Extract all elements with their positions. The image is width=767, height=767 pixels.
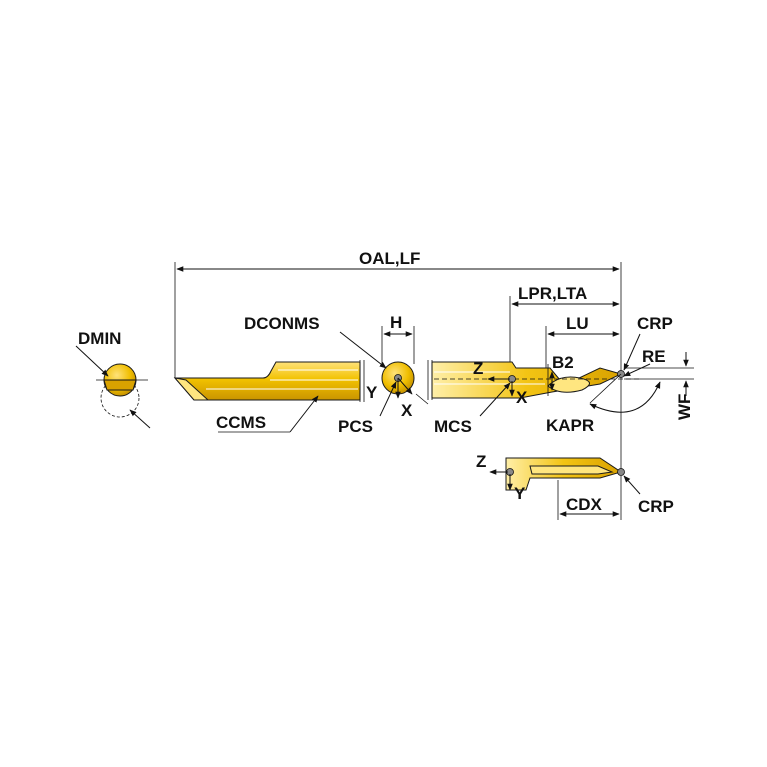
mcs-x-label: X: [516, 388, 528, 407]
insert-shank-view: CCMS: [173, 360, 365, 433]
dmin-label: DMIN: [78, 329, 121, 348]
lu-label: LU: [566, 314, 589, 333]
kapr-label: KAPR: [546, 416, 594, 435]
ccms-label: CCMS: [216, 413, 266, 432]
oal-lf-label: OAL,LF: [359, 249, 420, 268]
mcs-label: MCS: [434, 417, 472, 436]
re-label: RE: [642, 347, 666, 366]
cdx-label: CDX: [566, 495, 603, 514]
bottom-z-label: Z: [476, 452, 486, 471]
mcs-z-label: Z: [473, 359, 483, 378]
lpr-dimension: LPR,LTA: [509, 284, 620, 372]
pcs-y-label: Y: [366, 383, 378, 402]
mcs-leader: [479, 382, 511, 417]
lu-dimension: LU: [545, 314, 620, 372]
ccms-leader: [289, 395, 319, 433]
bottom-y-label: Y: [514, 484, 526, 503]
dconms-label: DCONMS: [244, 314, 320, 333]
dmin-leader: [75, 345, 109, 377]
lpr-lta-label: LPR,LTA: [518, 284, 587, 303]
kapr-arc: [589, 381, 661, 413]
crp-top-leader: [623, 333, 641, 371]
wf-label: WF: [675, 394, 694, 420]
bottom-insert-edge: [529, 465, 614, 475]
insert-shank-tip: [173, 377, 210, 401]
pcs-bore-leader: [415, 393, 429, 405]
h-label: H: [390, 313, 402, 332]
crp-top-label: CRP: [637, 314, 673, 333]
re-leader: [623, 363, 651, 377]
crp-bottom-label: CRP: [638, 497, 674, 516]
shank-end-view: H DCONMS Y X PCS: [244, 313, 429, 436]
b2-label: B2: [552, 353, 574, 372]
pcs-x-label: X: [401, 401, 413, 420]
dmin-bore-circle: [100, 378, 140, 418]
crp-bottom-point: [617, 468, 625, 476]
pcs-x-axis: [397, 377, 413, 395]
crp-bottom-leader: [623, 475, 641, 495]
dmin-diameter-arrow: [129, 409, 151, 429]
pcs-label: PCS: [338, 417, 373, 436]
bottom-insert-view: Z Y CRP CDX: [476, 452, 674, 520]
dmin-insert-face: [103, 379, 137, 391]
insert-head-body: [431, 361, 623, 399]
pcs-leader: [379, 381, 397, 417]
dconms-leader: [339, 331, 387, 369]
dmin-view: DMIN: [75, 329, 151, 429]
oal-dimension: OAL,LF: [174, 249, 622, 470]
insert-shank-body: [173, 361, 361, 401]
insert-head-view: Z X MCS B2 CRP RE KAPR WF: [427, 314, 694, 436]
